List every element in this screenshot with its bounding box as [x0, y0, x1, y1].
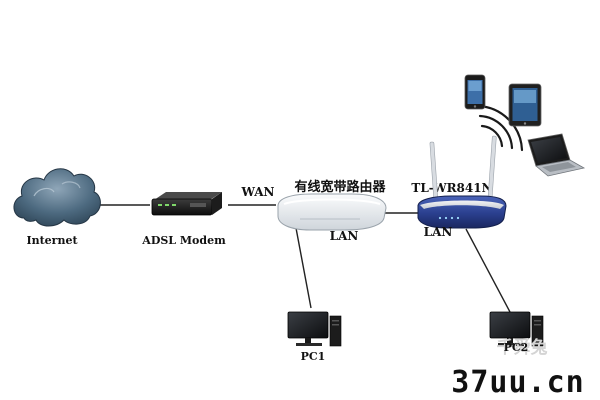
internet-cloud-icon: [13, 168, 101, 227]
adsl-modem-icon: [151, 192, 222, 216]
pc2-computer-icon: [489, 311, 544, 347]
adsl-modem-label: ADSL Modem: [141, 234, 226, 247]
wifi-signal-icon: [476, 104, 524, 152]
smartphone-icon: [464, 74, 486, 110]
pc1-computer-icon: [287, 311, 342, 347]
pc2-label: PC2: [504, 341, 529, 354]
wired-router-icon: [277, 193, 387, 231]
faint-watermark: 千舜兔: [497, 337, 548, 358]
router2-lan-port-label: LAN: [424, 225, 453, 239]
wireless-router-icon: [417, 135, 507, 229]
wan-port-label: WAN: [241, 185, 275, 199]
connection-lines: [92, 204, 511, 313]
laptop-icon: [527, 133, 586, 177]
line-router1-pc1: [295, 227, 312, 309]
internet-label: Internet: [26, 234, 78, 247]
pc1-label: PC1: [301, 350, 326, 363]
router1-label: 有线宽带路由器: [294, 179, 386, 195]
tablet-icon: [508, 83, 542, 127]
site-watermark: 37uu.cn: [451, 365, 584, 400]
line-router2-pc2: [465, 228, 511, 313]
router2-label: TL-WR841N: [411, 181, 492, 195]
router1-lan-port-label: LAN: [330, 229, 359, 243]
